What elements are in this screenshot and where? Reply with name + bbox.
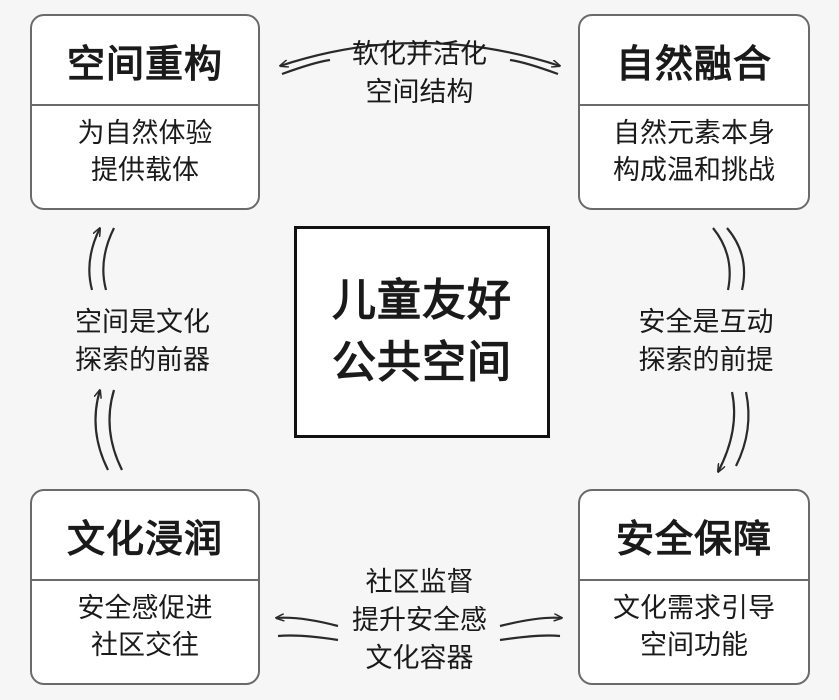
link-label-top: 软化并活化 空间结构 [322, 34, 517, 114]
box-title: 安全保障 [580, 491, 808, 581]
center-concept-box: 儿童友好 公共空间 [294, 226, 550, 438]
link-label-right: 安全是互动 探索的前提 [586, 302, 826, 382]
top-link-arrow [280, 41, 560, 66]
right-link-arrow-1 [712, 227, 731, 291]
top-link-arrow-lower [281, 58, 331, 76]
left-link-arrow-4 [102, 227, 115, 291]
box-text-line: 构成温和挑战 [613, 155, 775, 186]
bottom-link-arrow-left-2 [277, 634, 339, 642]
box-body: 为自然体验 提供载体 [32, 106, 258, 198]
link-label-line: 探索的前提 [638, 345, 774, 376]
box-text-line: 提供载体 [91, 155, 199, 186]
box-text-line: 自然元素本身 [613, 118, 775, 149]
link-label-line: 社区监督 [365, 567, 474, 598]
box-title: 空间重构 [32, 16, 258, 106]
center-title-line: 儿童友好 [332, 275, 512, 326]
box-body: 自然元素本身 构成温和挑战 [580, 106, 808, 198]
box-nature-integration: 自然融合 自然元素本身 构成温和挑战 [578, 14, 810, 210]
box-safety-guarantee: 安全保障 文化需求引导 空间功能 [578, 489, 810, 685]
box-title: 自然融合 [580, 16, 808, 106]
bottom-link-arrow-left-1 [276, 618, 339, 628]
right-link-arrow-4 [735, 391, 750, 467]
bottom-link-arrow-right-1 [499, 618, 562, 628]
left-link-arrow-1 [96, 390, 109, 471]
box-body: 安全感促进 社区交往 [32, 581, 258, 673]
right-link-arrow-2 [726, 227, 746, 291]
box-text-line: 空间功能 [640, 630, 748, 661]
box-space-reconstruction: 空间重构 为自然体验 提供载体 [30, 14, 260, 210]
box-body: 文化需求引导 空间功能 [580, 581, 808, 673]
link-label-line: 空间是文化 [75, 307, 210, 338]
link-label-line: 空间结构 [365, 77, 474, 108]
right-link-arrow-3 [718, 391, 736, 472]
link-label-bottom: 社区监督 提升安全感 文化容器 [322, 562, 517, 680]
box-text-line: 安全感促进 [77, 593, 213, 624]
link-label-line: 探索的前器 [75, 345, 210, 376]
box-text-line: 文化需求引导 [613, 593, 775, 624]
link-label-left: 空间是文化 探索的前器 [20, 302, 265, 382]
link-label-line: 安全是互动 [638, 307, 774, 338]
bottom-link-arrow-right-2 [499, 634, 561, 642]
link-label-line: 文化容器 [365, 643, 474, 674]
left-link-arrow-3 [88, 228, 100, 291]
left-link-arrow-2 [108, 389, 123, 471]
box-text-line: 社区交往 [91, 630, 199, 661]
box-cultural-immersion: 文化浸润 安全感促进 社区交往 [30, 489, 260, 685]
link-label-line: 提升安全感 [352, 605, 487, 636]
box-title: 文化浸润 [32, 491, 258, 581]
box-text-line: 为自然体验 [77, 118, 213, 149]
top-link-arrow-lower-right [509, 58, 559, 76]
link-label-line: 软化并活化 [352, 39, 487, 70]
center-title-line: 公共空间 [332, 337, 512, 388]
